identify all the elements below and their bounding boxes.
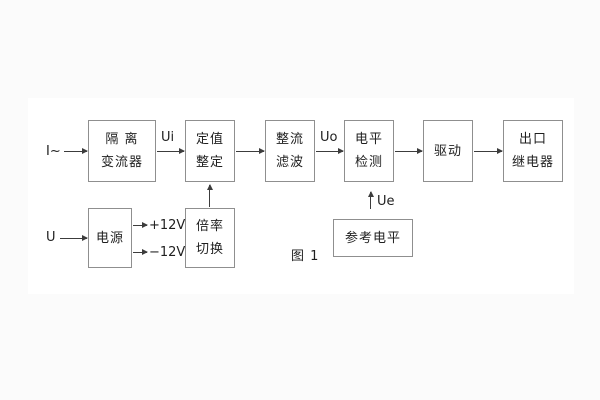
block-rectifier-filter-line2: 滤波 [275, 155, 304, 170]
block-reference-level-line1: 参考电平 [344, 230, 401, 246]
block-output-relay-line1: 出口 [518, 132, 547, 147]
arrow-setting-to-rectifier [236, 148, 265, 154]
block-isolation-transformer-line2: 变流器 [100, 155, 143, 170]
block-isolation-transformer-line1: 隔 离 [105, 132, 139, 147]
block-rectifier-filter-line1: 整流 [275, 132, 304, 147]
block-drive-line1: 驱动 [433, 143, 462, 159]
label-uo: Uo [320, 130, 338, 145]
arrow-ratio-to-setting [206, 184, 213, 207]
block-setpoint-setting-line2: 整定 [195, 155, 224, 170]
block-ratio-switch-line2: 切换 [195, 242, 224, 257]
block-level-detection: 电平 检测 [344, 120, 394, 182]
block-power-supply-line1: 电源 [95, 230, 124, 246]
block-level-detection-line2: 检测 [354, 155, 383, 170]
arrow-level-to-drive [395, 148, 423, 154]
arrow-power-plus-12v [133, 222, 148, 228]
arrow-isolation-to-setting [157, 148, 185, 154]
arrow-input-current-to-isolation [64, 148, 88, 154]
arrow-power-minus-12v [133, 249, 148, 255]
label-input-current: I~ [46, 144, 61, 159]
figure-caption: 图 1 [291, 249, 320, 264]
block-setpoint-setting-line1: 定值 [195, 132, 224, 147]
label-plus-12v: +12V [149, 218, 186, 233]
block-ratio-switch-line1: 倍率 [195, 219, 224, 234]
arrow-drive-to-output [474, 148, 503, 154]
block-output-relay-line2: 继电器 [511, 155, 554, 170]
label-ue: Ue [377, 194, 395, 209]
block-level-detection-line1: 电平 [354, 132, 383, 147]
label-ui: Ui [161, 130, 175, 145]
label-input-voltage: U [46, 230, 56, 245]
block-setpoint-setting: 定值 整定 [185, 120, 235, 182]
arrow-rectifier-to-level [316, 148, 344, 154]
block-output-relay: 出口 继电器 [503, 120, 563, 182]
arrow-input-voltage-to-power [60, 235, 88, 241]
block-drive: 驱动 [423, 120, 473, 182]
block-ratio-switch: 倍率 切换 [185, 208, 235, 268]
arrow-reference-to-level [367, 191, 374, 209]
label-minus-12v: −12V [149, 245, 186, 260]
block-rectifier-filter: 整流 滤波 [265, 120, 315, 182]
block-reference-level: 参考电平 [333, 219, 413, 257]
block-isolation-transformer: 隔 离 变流器 [88, 120, 156, 182]
block-power-supply: 电源 [88, 208, 132, 268]
